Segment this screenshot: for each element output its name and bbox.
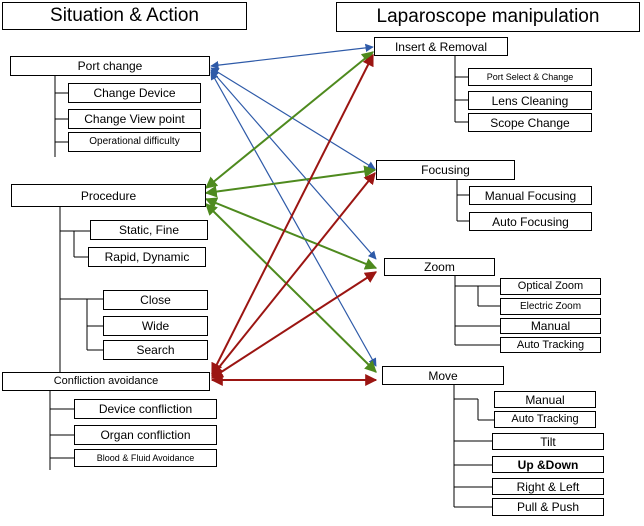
port-change-box: Port change [10, 56, 210, 76]
zoom-manual-box: Manual [500, 318, 601, 334]
zoom-box: Zoom [384, 258, 495, 276]
auto-focusing-box: Auto Focusing [469, 212, 592, 231]
tilt-box: Tilt [492, 433, 604, 450]
arrow-procedure-zoom [204, 197, 378, 270]
rapid-dynamic-box: Rapid, Dynamic [88, 247, 206, 267]
close-box: Close [103, 290, 208, 310]
optical-zoom-box: Optical Zoom [500, 278, 601, 295]
right-left-box: Right & Left [492, 478, 604, 495]
procedure-box: Procedure [11, 184, 206, 207]
right-tree-lines [453, 56, 500, 508]
scope-change-box: Scope Change [468, 113, 592, 132]
static-fine-box: Static, Fine [90, 220, 208, 240]
organ-confliction-box: Organ confliction [74, 425, 217, 445]
move-box: Move [382, 366, 504, 385]
electric-zoom-box: Electric Zoom [500, 298, 601, 315]
right-title: Laparoscope manipulation [336, 2, 640, 32]
lens-cleaning-box: Lens Cleaning [468, 91, 592, 110]
port-select-change-box: Port Select & Change [468, 68, 592, 86]
wide-box: Wide [103, 316, 208, 336]
operational-difficulty-box: Operational difficulty [68, 132, 201, 152]
up-down-box: Up &Down [492, 456, 604, 473]
confliction-avoidance-box: Confliction avoidance [2, 372, 210, 391]
move-auto-tracking-box: Auto Tracking [494, 411, 596, 428]
arrow-procedure-insert [205, 51, 374, 189]
change-device-box: Change Device [68, 83, 201, 103]
search-box: Search [103, 340, 208, 360]
pull-push-box: Pull & Push [492, 498, 604, 516]
device-confliction-box: Device confliction [74, 399, 217, 419]
manual-focusing-box: Manual Focusing [469, 186, 592, 205]
insert-removal-box: Insert & Removal [374, 37, 508, 56]
blue-arrows [210, 43, 377, 367]
arrow-confliction-zoom [210, 271, 378, 379]
arrow-procedure-focusing [204, 165, 377, 198]
red-arrows [210, 53, 378, 386]
arrow-portchange-insert [210, 43, 374, 70]
focusing-box: Focusing [376, 160, 515, 180]
move-manual-box: Manual [494, 391, 596, 408]
blood-fluid-avoidance-box: Blood & Fluid Avoidance [74, 449, 217, 467]
left-title: Situation & Action [2, 2, 247, 30]
zoom-auto-tracking-box: Auto Tracking [500, 337, 601, 353]
arrow-portchange-focusing [210, 67, 376, 170]
change-view-point-box: Change View point [68, 109, 201, 129]
left-tree-lines [49, 76, 103, 470]
